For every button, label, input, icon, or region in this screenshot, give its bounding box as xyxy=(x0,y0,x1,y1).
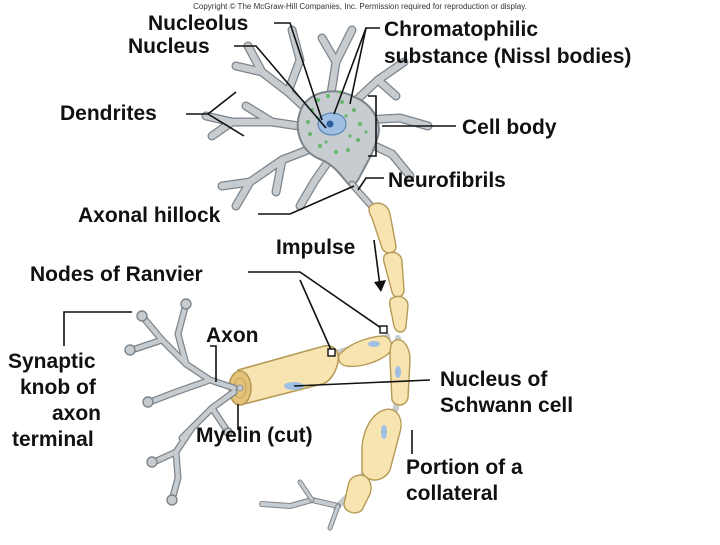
synaptic-knobs xyxy=(124,298,233,506)
label-neurofibrils: Neurofibrils xyxy=(388,169,506,192)
label-nucleus: Nucleus xyxy=(128,35,210,58)
label-schwann-1: Nucleus of xyxy=(440,368,548,391)
axon-terminal-branches xyxy=(124,298,238,506)
leader-nucleolus xyxy=(274,22,323,121)
label-collateral-2: collateral xyxy=(406,482,498,505)
myelin-sheath-segments xyxy=(368,202,409,333)
cell-body-bracket xyxy=(368,95,377,157)
impulse-arrow-line xyxy=(373,239,381,287)
label-synaptic-3: axon xyxy=(52,402,101,425)
label-synaptic-1: Synaptic xyxy=(8,350,96,373)
labels: Nucleolus Nucleus Chromatophilic substan… xyxy=(8,12,631,505)
label-dendrites: Dendrites xyxy=(60,102,157,125)
collateral-branch xyxy=(259,335,411,531)
label-collateral-1: Portion of a xyxy=(406,456,523,479)
node-of-ranvier-marker-1 xyxy=(379,325,388,334)
label-nodes-of-ranvier: Nodes of Ranvier xyxy=(30,263,203,286)
label-myelin-cut: Myelin (cut) xyxy=(196,424,313,447)
nissl-bodies xyxy=(306,90,368,154)
label-synaptic-4: terminal xyxy=(12,428,94,451)
label-synaptic-2: knob of xyxy=(20,376,97,399)
label-nucleolus: Nucleolus xyxy=(148,12,248,35)
leader-neurofibrils xyxy=(357,177,384,191)
leader-lines xyxy=(63,22,456,454)
node-of-ranvier-marker-2 xyxy=(327,348,336,357)
leader-nodes-2 xyxy=(299,279,333,353)
leader-nucleus xyxy=(234,45,327,129)
leader-schwann xyxy=(293,379,431,387)
leader-dendrites-2 xyxy=(207,91,237,115)
label-chromatophilic-1: Chromatophilic xyxy=(384,18,538,41)
label-cell-body: Cell body xyxy=(462,116,557,139)
label-chromatophilic-2: substance (Nissl bodies) xyxy=(384,45,631,68)
label-axonal-hillock: Axonal hillock xyxy=(78,204,221,227)
leader-axonal-hillock xyxy=(258,185,355,215)
leader-nissl-2 xyxy=(333,27,367,115)
nucleolus-shape xyxy=(326,120,334,128)
copyright-notice: Copyright © The McGraw-Hill Companies, I… xyxy=(193,2,527,11)
leader-nodes-1 xyxy=(248,271,385,331)
label-impulse: Impulse xyxy=(276,236,355,259)
impulse-arrow-head xyxy=(374,280,386,292)
label-schwann-2: Schwann cell xyxy=(440,394,573,417)
label-axon: Axon xyxy=(206,324,259,347)
cell-body-soma xyxy=(296,90,380,190)
leader-axon xyxy=(210,345,217,382)
leader-synaptic-knob xyxy=(63,311,132,346)
